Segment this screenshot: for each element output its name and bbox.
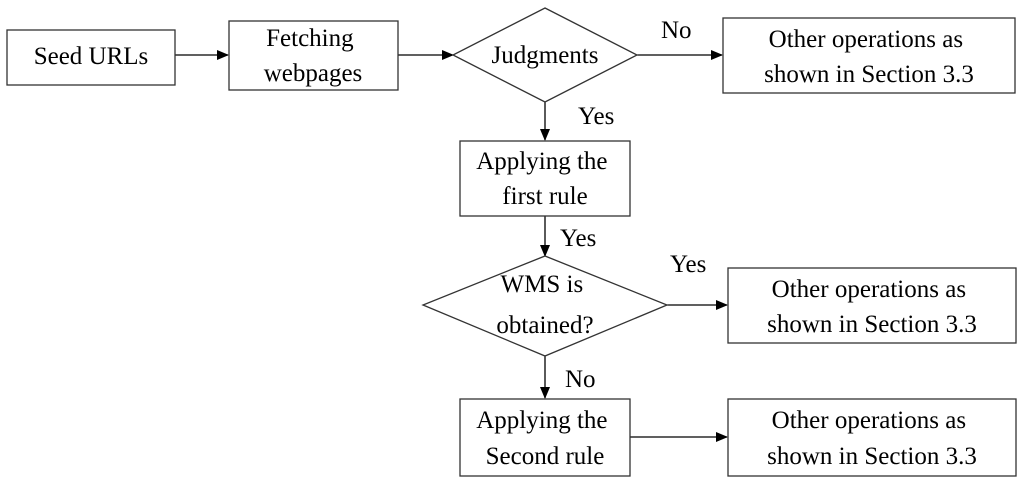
node-seed-urls-label: Seed URLs [34,43,149,70]
node-fetching-webpages-label-line-2: webpages [264,60,363,87]
edge-label-judgments-yes: Yes [578,103,614,130]
edge-label-judgments-no: No [661,17,692,44]
svg-text:Judgments: Judgments [492,42,599,69]
node-other-operations-mid-label-line-2: shown in Section 3.3 [767,311,977,338]
svg-text:Other operations as show: Other operations as shown in Section 3.3 [764,26,974,88]
node-other-operations-mid-label-line-1: Other operations as [772,276,966,303]
node-other-operations-bottom-label-line-2: shown in Section 3.3 [767,443,977,470]
node-other-operations-top-label-line-1: Other operations as [769,26,963,53]
svg-text:Other operations as show: Other operations as shown in Section 3.3 [767,407,977,470]
edge-label-wms-yes: Yes [670,251,706,278]
svg-text:Applying the first rule: Applying the first rule [476,148,614,210]
node-applying-first-rule-label-line-1: Applying the [476,148,607,175]
node-seed-urls: Seed URLs [6,29,176,86]
svg-text:Applying the Second rule: Applying the Second rule [476,407,614,470]
edge-label-wms-no: No [565,366,596,393]
node-applying-second-rule-label-line-1: Applying the [476,407,607,434]
svg-text:Other operations as show: Other operations as shown in Section 3.3 [767,276,977,338]
svg-text:Fetching webpages: Fetching webpages [264,25,363,87]
svg-text:Seed URLs: Seed URLs [34,43,149,70]
node-applying-first-rule: Applying the first rule [459,140,631,217]
node-wms-obtained: WMS is obtained? [421,255,669,357]
node-applying-first-rule-label-line-2: first rule [502,183,587,210]
node-other-operations-top-label-line-2: shown in Section 3.3 [764,61,974,88]
svg-text:WMS is obtained?: WMS is obtained? [496,271,593,339]
node-judgments: Judgments [451,7,639,103]
node-other-operations-top: Other operations as shown in Section 3.3 [722,17,1016,94]
node-applying-second-rule-label-line-2: Second rule [486,443,605,470]
node-wms-obtained-label-line-1: WMS is [501,271,584,298]
node-other-operations-bottom-label-line-1: Other operations as [772,407,966,434]
node-wms-obtained-label-line-2: obtained? [496,312,593,339]
node-judgments-label: Judgments [492,42,599,69]
node-applying-second-rule: Applying the Second rule [459,398,631,477]
node-fetching-webpages-label-line-1: Fetching [266,25,354,52]
edge-label-first-rule-yes: Yes [560,225,596,252]
node-other-operations-bottom: Other operations as shown in Section 3.3 [727,398,1017,477]
node-other-operations-mid: Other operations as shown in Section 3.3 [727,267,1017,344]
node-fetching-webpages: Fetching webpages [228,20,399,91]
